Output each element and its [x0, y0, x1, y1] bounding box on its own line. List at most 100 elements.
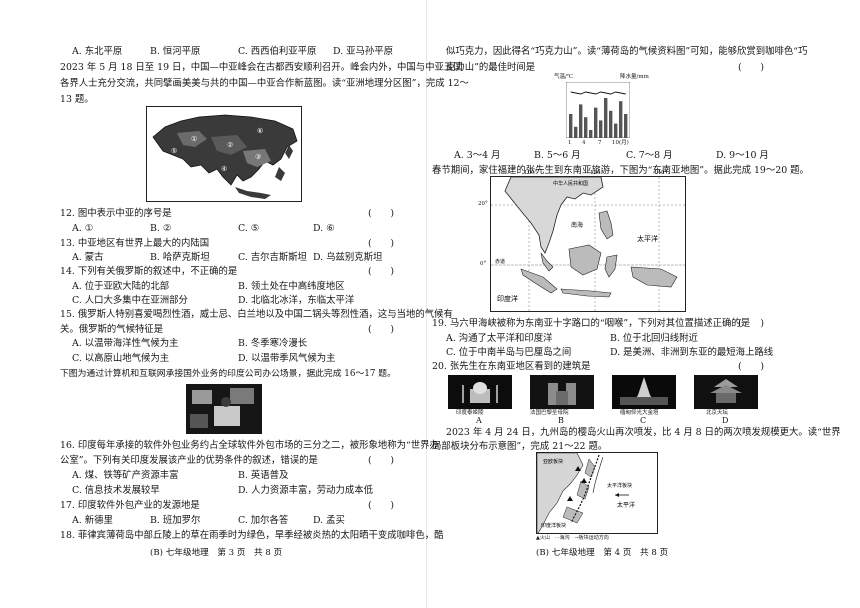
southeast-asia-map: 中华人民共和国 南海 太平洋 印度洋 赤道	[490, 176, 686, 312]
india-office-photo-svg	[186, 384, 262, 434]
q13-stem: 13. 中亚地区有世界上最大的内陆国	[60, 238, 210, 249]
plate-map-eurasian-label: 亚欧板块	[543, 458, 563, 465]
asia-map-svg: ① ② ③ ④ ⑤ ⑥	[147, 107, 301, 201]
q16-answer-blank[interactable]: ( )	[368, 455, 395, 466]
q12-option-c[interactable]: C. ⑤	[238, 223, 260, 234]
q15-option-c[interactable]: C. 以高原山地气候为主	[72, 353, 170, 364]
q15-stem-line1: 15. 俄罗斯人特别喜爱喝烈性酒，威士忌、白兰地以及中国二锅头等烈性酒，这与当地…	[60, 309, 453, 320]
q14-answer-blank[interactable]: ( )	[368, 266, 395, 277]
q13-option-a[interactable]: A. 蒙古	[72, 252, 104, 263]
q18-option-c[interactable]: C. 7～8 月	[626, 150, 673, 161]
page-3-footer: (B) 七年级地理 第 3 页 共 8 页	[150, 548, 283, 558]
q16-option-b[interactable]: B. 英语普及	[238, 470, 289, 481]
building-caption-a: 印度泰姬陵	[456, 410, 484, 416]
plate-map-pacific-plate-label: 太平洋板块	[607, 482, 632, 489]
q12-stem: 12. 图中表示中亚的序号是	[60, 208, 172, 219]
q19-answer-blank[interactable]: ( )	[738, 318, 765, 329]
precip-bar-mark	[599, 120, 603, 138]
page-fold	[426, 0, 427, 608]
plate-map-legend: ▲火山 ···海沟 →板块运动方向	[536, 535, 609, 541]
q19-option-c[interactable]: C. 位于中南半岛与巴厘岛之间	[446, 347, 572, 358]
asia-label-6: ⑥	[257, 127, 263, 135]
q19-option-d[interactable]: D. 是美洲、非洲到东亚的最短海上路线	[610, 347, 774, 358]
sea-map-lon-140: 140°	[654, 170, 668, 176]
climate-x-tick-7: 7	[598, 140, 602, 146]
southeast-asia-map-svg: 中华人民共和国 南海 太平洋 印度洋 赤道	[491, 177, 685, 311]
sea-map-china-label: 中华人民共和国	[553, 180, 588, 187]
q13-answer-blank[interactable]: ( )	[368, 238, 395, 249]
q17-stem: 17. 印度软件外包产业的发源地是	[60, 500, 200, 511]
q18-stem-line1: 18. 菲律宾薄荷岛中部丘陵上的草在雨季时为绿色，旱季经被炎热的太阳晒干变成咖啡…	[60, 530, 444, 541]
climate-x-tick-4: 4	[582, 140, 586, 146]
intro-12-13-line3: 13 题。	[60, 94, 94, 105]
intro-19-20: 春节期间，家住福建的张先生到东南亚旅游，下图为“东南亚地图”。据此完成 19～2…	[432, 165, 809, 176]
q19-option-a[interactable]: A. 沟通了太平洋和印度洋	[446, 333, 553, 344]
q15-stem-line2: 关。俄罗斯的气候特征是	[60, 324, 164, 335]
q20-answer-blank[interactable]: ( )	[738, 361, 765, 372]
building-option-d[interactable]: D	[722, 416, 729, 425]
temperature-curve	[570, 91, 626, 95]
q12-option-b[interactable]: B. ②	[150, 223, 172, 234]
q18-option-a[interactable]: A. 3～4 月	[454, 150, 501, 161]
q16-stem-line1: 16. 印度每年承接的软件外包业务约占全球软件外包市场的三分之二，被形象地称为“…	[60, 440, 439, 451]
q16-option-a[interactable]: A. 煤、铁等矿产资源丰富	[72, 470, 179, 481]
q12-option-d[interactable]: D. ⑥	[313, 223, 335, 234]
asia-label-2: ②	[227, 141, 233, 149]
q15-option-b[interactable]: B. 冬季寒冷漫长	[238, 338, 308, 349]
q16-stem-line2: 公室”。下列有关印度发展该产业的优势条件的叙述，错误的是	[60, 455, 318, 466]
temple-of-heaven-photo	[694, 375, 758, 409]
shwedagon-pagoda-photo	[612, 375, 676, 409]
q14-option-d[interactable]: D. 北临北冰洋，东临太平洋	[238, 295, 355, 306]
q14-stem: 14. 下列有关俄罗斯的叙述中，不正确的是	[60, 266, 238, 277]
building-caption-b: 法国巴黎圣母院	[530, 410, 569, 416]
q12-answer-blank[interactable]: ( )	[368, 208, 395, 219]
q17-option-c[interactable]: C. 加尔各答	[238, 515, 289, 526]
india-office-photo	[186, 384, 262, 434]
q17-option-b[interactable]: B. 班加罗尔	[150, 515, 201, 526]
q14-option-b[interactable]: B. 领土处在中高纬度地区	[238, 281, 345, 292]
precip-bar-mark	[609, 110, 613, 138]
climate-chart-plot	[566, 82, 630, 138]
precip-bar-mark	[614, 123, 618, 138]
q15-answer-blank[interactable]: ( )	[368, 324, 395, 335]
q13-option-d[interactable]: D. 乌兹别克斯坦	[313, 252, 383, 263]
building-option-b[interactable]: B	[558, 416, 564, 425]
sea-map-lon-120: 120°	[590, 170, 604, 176]
intro-16-17: 下图为通过计算机和互联网承接国外业务的印度公司办公场景，据此完成 16～17 题…	[60, 369, 396, 379]
precip-bar-mark	[574, 126, 578, 138]
climate-x-tick-1: 1	[568, 140, 572, 146]
q18-answer-blank[interactable]: ( )	[738, 62, 765, 73]
q13-option-c[interactable]: C. 吉尔吉斯斯坦	[238, 252, 308, 263]
q16-option-c[interactable]: C. 信息技术发展较早	[72, 485, 160, 496]
asia-label-1: ①	[191, 135, 197, 143]
q15-option-a[interactable]: A. 以温带海洋性气候为主	[72, 338, 179, 349]
q17-option-d[interactable]: D. 孟买	[313, 515, 345, 526]
sea-map-lon-100: 100°	[524, 170, 538, 176]
q19-option-b[interactable]: B. 位于北回归线附近	[610, 333, 698, 344]
taj-mahal-photo	[448, 375, 512, 409]
precip-bar-mark	[589, 130, 593, 138]
building-photo-d	[694, 375, 758, 409]
q16-option-d[interactable]: D. 人力资源丰富，劳动力成本低	[238, 485, 374, 496]
building-photo-c	[612, 375, 676, 409]
asia-label-5: ⑤	[171, 147, 177, 155]
q13-option-b[interactable]: B. 哈萨克斯坦	[150, 252, 210, 263]
building-option-c[interactable]: C	[640, 416, 647, 425]
q14-option-a[interactable]: A. 位于亚欧大陆的北部	[72, 281, 170, 292]
q18-option-d[interactable]: D. 9～10 月	[716, 150, 769, 161]
sea-map-lat-20: 20°	[478, 201, 488, 207]
q12-option-a[interactable]: A. ①	[72, 223, 94, 234]
sea-map-pacific-label: 太平洋	[637, 234, 658, 243]
intro-21-22-line1: 2023 年 4 月 24 日，九州岛的樱岛火山再次喷发，比 4 月 8 日的两…	[446, 427, 841, 438]
building-caption-d: 北京天坛	[706, 410, 729, 416]
q18-option-b[interactable]: B. 5～6 月	[534, 150, 581, 161]
sea-map-south-sea-label: 南海	[571, 221, 583, 229]
precip-bar-mark	[569, 114, 573, 138]
q17-option-a[interactable]: A. 新德里	[72, 515, 113, 526]
asia-label-3: ③	[255, 153, 261, 161]
plate-map-pacific-ocean-label: 太平洋	[617, 501, 635, 509]
building-option-a[interactable]: A	[476, 416, 482, 425]
q14-option-c[interactable]: C. 人口大多集中在亚洲部分	[72, 295, 188, 306]
q17-answer-blank[interactable]: ( )	[368, 500, 395, 511]
q15-option-d[interactable]: D. 以温带季风气候为主	[238, 353, 336, 364]
